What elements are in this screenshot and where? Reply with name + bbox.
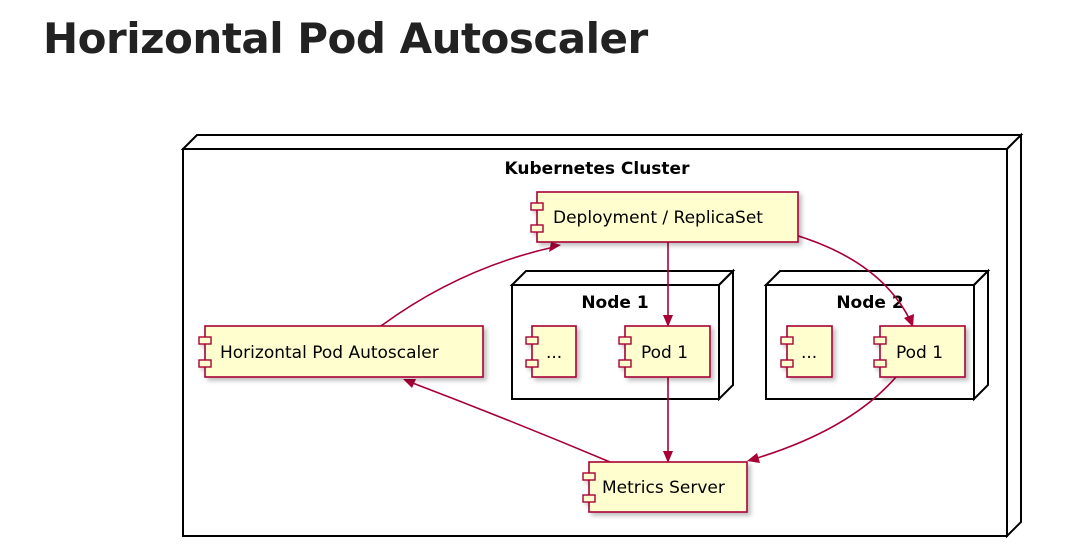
arrowhead-metrics-top <box>663 451 673 463</box>
node2-pod-label: Pod 1 <box>896 343 943 363</box>
edge-hpa-to-deployment <box>380 246 555 327</box>
node2-other-pods-label: ... <box>801 343 817 363</box>
metrics-server-component <box>582 461 748 513</box>
edge-node2-pod-to-metrics <box>753 376 897 460</box>
node1-pod-component <box>618 325 711 378</box>
cluster-label: Kubernetes Cluster <box>505 159 691 179</box>
arrowhead-deployment-left <box>549 242 561 252</box>
hpa-label: Horizontal Pod Autoscaler <box>220 343 439 363</box>
node2-other-pods-component <box>780 325 833 378</box>
node-1-label: Node 1 <box>581 293 648 313</box>
edge-deployment-to-node2-pod <box>791 233 911 321</box>
edges <box>380 233 914 463</box>
arrowhead-hpa <box>403 379 416 388</box>
deployment-replicaset-component <box>530 191 799 243</box>
deployment-replicaset-label: Deployment / ReplicaSet <box>553 208 763 228</box>
node-2-label: Node 2 <box>836 293 903 313</box>
node1-other-pods-component <box>525 325 577 378</box>
edge-metrics-to-hpa <box>409 381 611 463</box>
node1-pod-label: Pod 1 <box>641 343 688 363</box>
hpa-component <box>198 325 484 378</box>
metrics-server-label: Metrics Server <box>602 478 725 498</box>
node1-other-pods-label: ... <box>546 343 562 363</box>
arrowhead-node1-pod <box>663 315 673 327</box>
node2-pod-component <box>873 325 966 378</box>
arrowhead-metrics-right <box>747 453 760 463</box>
arrowhead-node2-pod <box>904 314 914 327</box>
page-title: Horizontal Pod Autoscaler <box>43 14 648 63</box>
